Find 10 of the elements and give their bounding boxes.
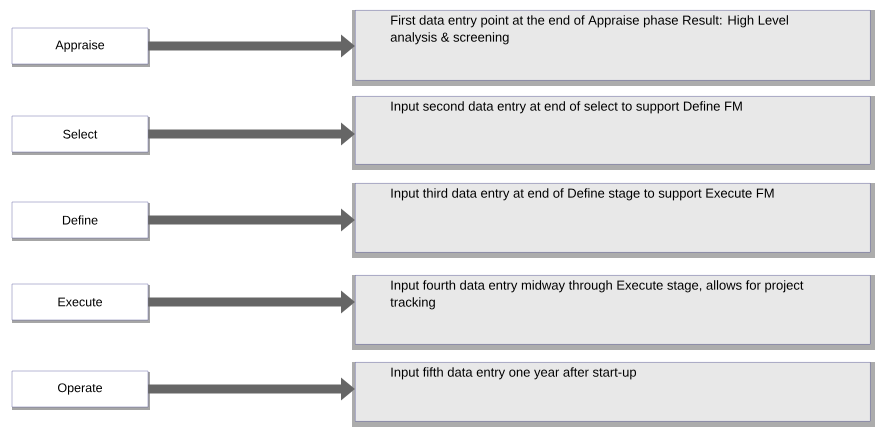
phase-box: Define (12, 202, 150, 241)
description-box: Input fourth data entry midway through Execute stage, allows for project tracking (352, 275, 875, 350)
description-box: Input fifth data entry one year after start-up (352, 362, 875, 427)
phase-box: Select (12, 116, 150, 155)
phase-box: Appraise (12, 28, 150, 67)
description-box: First data entry point at the end of Appraise phase Result: High Level analysis & screening (352, 10, 875, 86)
phase-box: Execute (12, 284, 150, 323)
phase-box: Operate (12, 370, 150, 410)
description-box: Input second data entry at end of select to support Define FM (352, 96, 875, 170)
description-box: Input third data entry at end of Define stage to support Execute FM (352, 183, 875, 258)
